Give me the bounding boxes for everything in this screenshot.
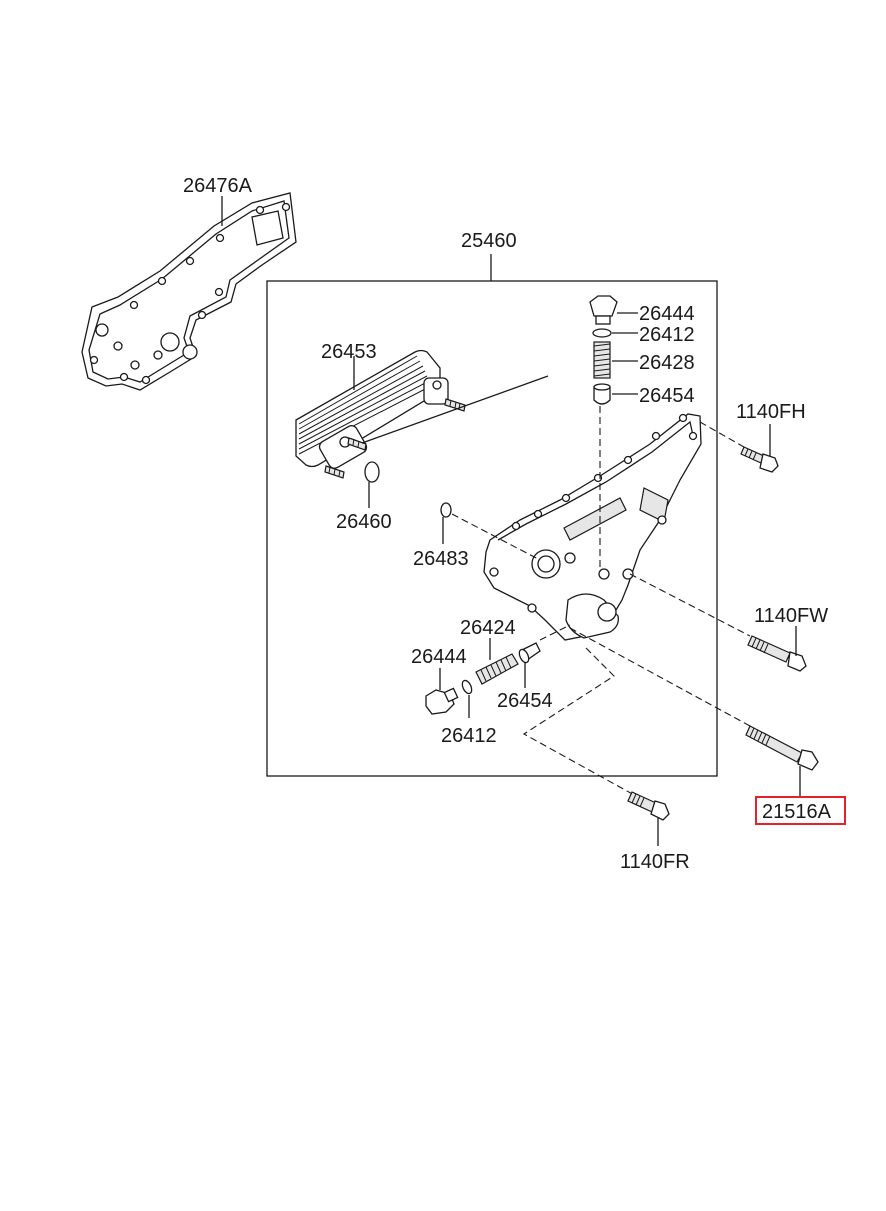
label-gasket: 26476A <box>183 175 253 197</box>
bottom-spring-part <box>475 653 519 685</box>
bolt-1140fr-part <box>627 791 670 821</box>
bottom-plug-part <box>425 687 459 715</box>
label-bottom-plug: 26444 <box>411 646 467 668</box>
bottom-valve-part <box>518 642 541 664</box>
housing-part <box>483 413 702 641</box>
bolt-21516a-part <box>745 725 819 771</box>
top-spring-part <box>593 341 611 379</box>
label-cooler: 26453 <box>321 341 377 363</box>
label-bolt-highlighted[interactable]: 21516A <box>762 801 832 823</box>
oil-cooler-part <box>295 349 466 479</box>
label-bolt-fh: 1140FH <box>736 401 806 423</box>
bottom-o-ring-part <box>461 679 473 695</box>
label-top-plug: 26444 <box>639 303 695 325</box>
cooler-o-ring-part <box>364 461 380 483</box>
label-top-valve: 26454 <box>639 385 695 407</box>
label-cooler-o-ring: 26460 <box>336 511 392 533</box>
top-plug-part <box>589 295 618 325</box>
top-valve-part <box>593 383 611 405</box>
housing-o-ring-part <box>440 502 452 518</box>
gasket-part <box>81 192 297 391</box>
label-top-spring: 26428 <box>639 352 695 374</box>
label-bolt-fw: 1140FW <box>754 605 828 627</box>
top-o-ring-part <box>592 328 612 338</box>
label-bottom-spring: 26424 <box>460 617 516 639</box>
bolt-1140fw-part <box>747 635 807 672</box>
label-bolt-fr: 1140FR <box>620 851 690 873</box>
label-bottom-o-ring: 26412 <box>441 725 497 747</box>
label-assembly: 25460 <box>461 230 517 252</box>
label-housing-o-ring: 26483 <box>413 548 469 570</box>
label-top-o-ring: 26412 <box>639 324 695 346</box>
bolt-1140fh-part <box>740 446 779 473</box>
highlight-box <box>755 796 846 825</box>
label-bottom-valve: 26454 <box>497 690 553 712</box>
assembly-frame <box>266 280 718 777</box>
